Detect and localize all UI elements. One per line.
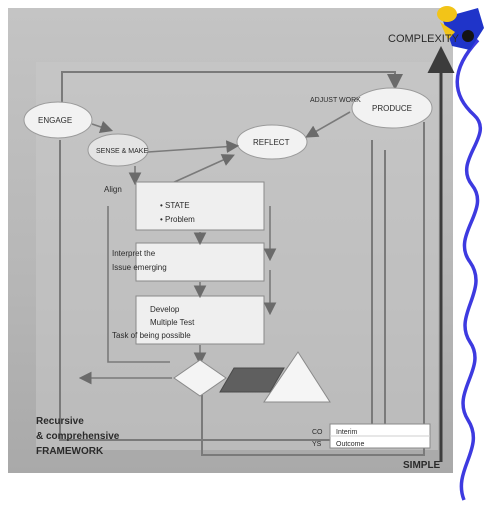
decision-diamond bbox=[173, 359, 227, 397]
node-reflect-label: REFLECT bbox=[253, 138, 290, 147]
legend-line-1: Recursive bbox=[36, 416, 84, 427]
feedback-box: Interim Outcome bbox=[329, 423, 431, 449]
side-mark-1: CO bbox=[312, 429, 323, 436]
feedback-line-2: Outcome bbox=[336, 441, 365, 448]
box-2-line-2: Issue emerging bbox=[112, 263, 167, 272]
box-3-line-2: Multiple Test bbox=[150, 318, 195, 327]
feedback-loop bbox=[59, 71, 425, 456]
node-engage: ENGAGE bbox=[23, 101, 93, 139]
box-1-line-1: Align bbox=[104, 185, 122, 194]
legend-line-3: FRAMEWORK bbox=[36, 446, 104, 457]
process-box-1: Align • STATE • Problem bbox=[104, 181, 265, 231]
process-box-2: Interpret the Issue emerging bbox=[112, 242, 265, 282]
top-axis-label: COMPLEXITY bbox=[388, 33, 460, 45]
feedback-line-1: Interim bbox=[336, 429, 358, 436]
node-reflect: REFLECT bbox=[236, 124, 308, 160]
legend: Recursive & comprehensive FRAMEWORK bbox=[36, 416, 120, 457]
box-flow-lines bbox=[107, 206, 277, 366]
legend-line-2: & comprehensive bbox=[36, 431, 120, 442]
adjust-work-label: ADJUST WORK bbox=[310, 97, 361, 104]
mascot-figure bbox=[437, 6, 484, 50]
dark-rhombus bbox=[219, 367, 285, 393]
box-3-line-1: Develop bbox=[150, 305, 180, 314]
bottom-axis-label: SIMPLE bbox=[403, 460, 441, 471]
node-engage-label: ENGAGE bbox=[38, 116, 72, 125]
box-1-line-3: • Problem bbox=[160, 215, 195, 224]
node-arrows bbox=[91, 111, 351, 186]
box-2-line-1: Interpret the bbox=[112, 249, 156, 258]
node-sense-make-label: SENSE & MAKE bbox=[96, 148, 148, 155]
side-mark-2: YS bbox=[312, 441, 322, 448]
node-sense-make: SENSE & MAKE bbox=[87, 133, 149, 167]
triangle-node bbox=[263, 351, 331, 403]
box-1-line-2: • STATE bbox=[160, 201, 190, 210]
node-produce-label: PRODUCE bbox=[372, 104, 412, 113]
node-produce: PRODUCE bbox=[351, 87, 433, 129]
process-box-3: Develop Multiple Test Task of being poss… bbox=[112, 295, 265, 345]
box-3-line-3: Task of being possible bbox=[112, 331, 191, 340]
wavy-ribbon bbox=[455, 38, 482, 501]
